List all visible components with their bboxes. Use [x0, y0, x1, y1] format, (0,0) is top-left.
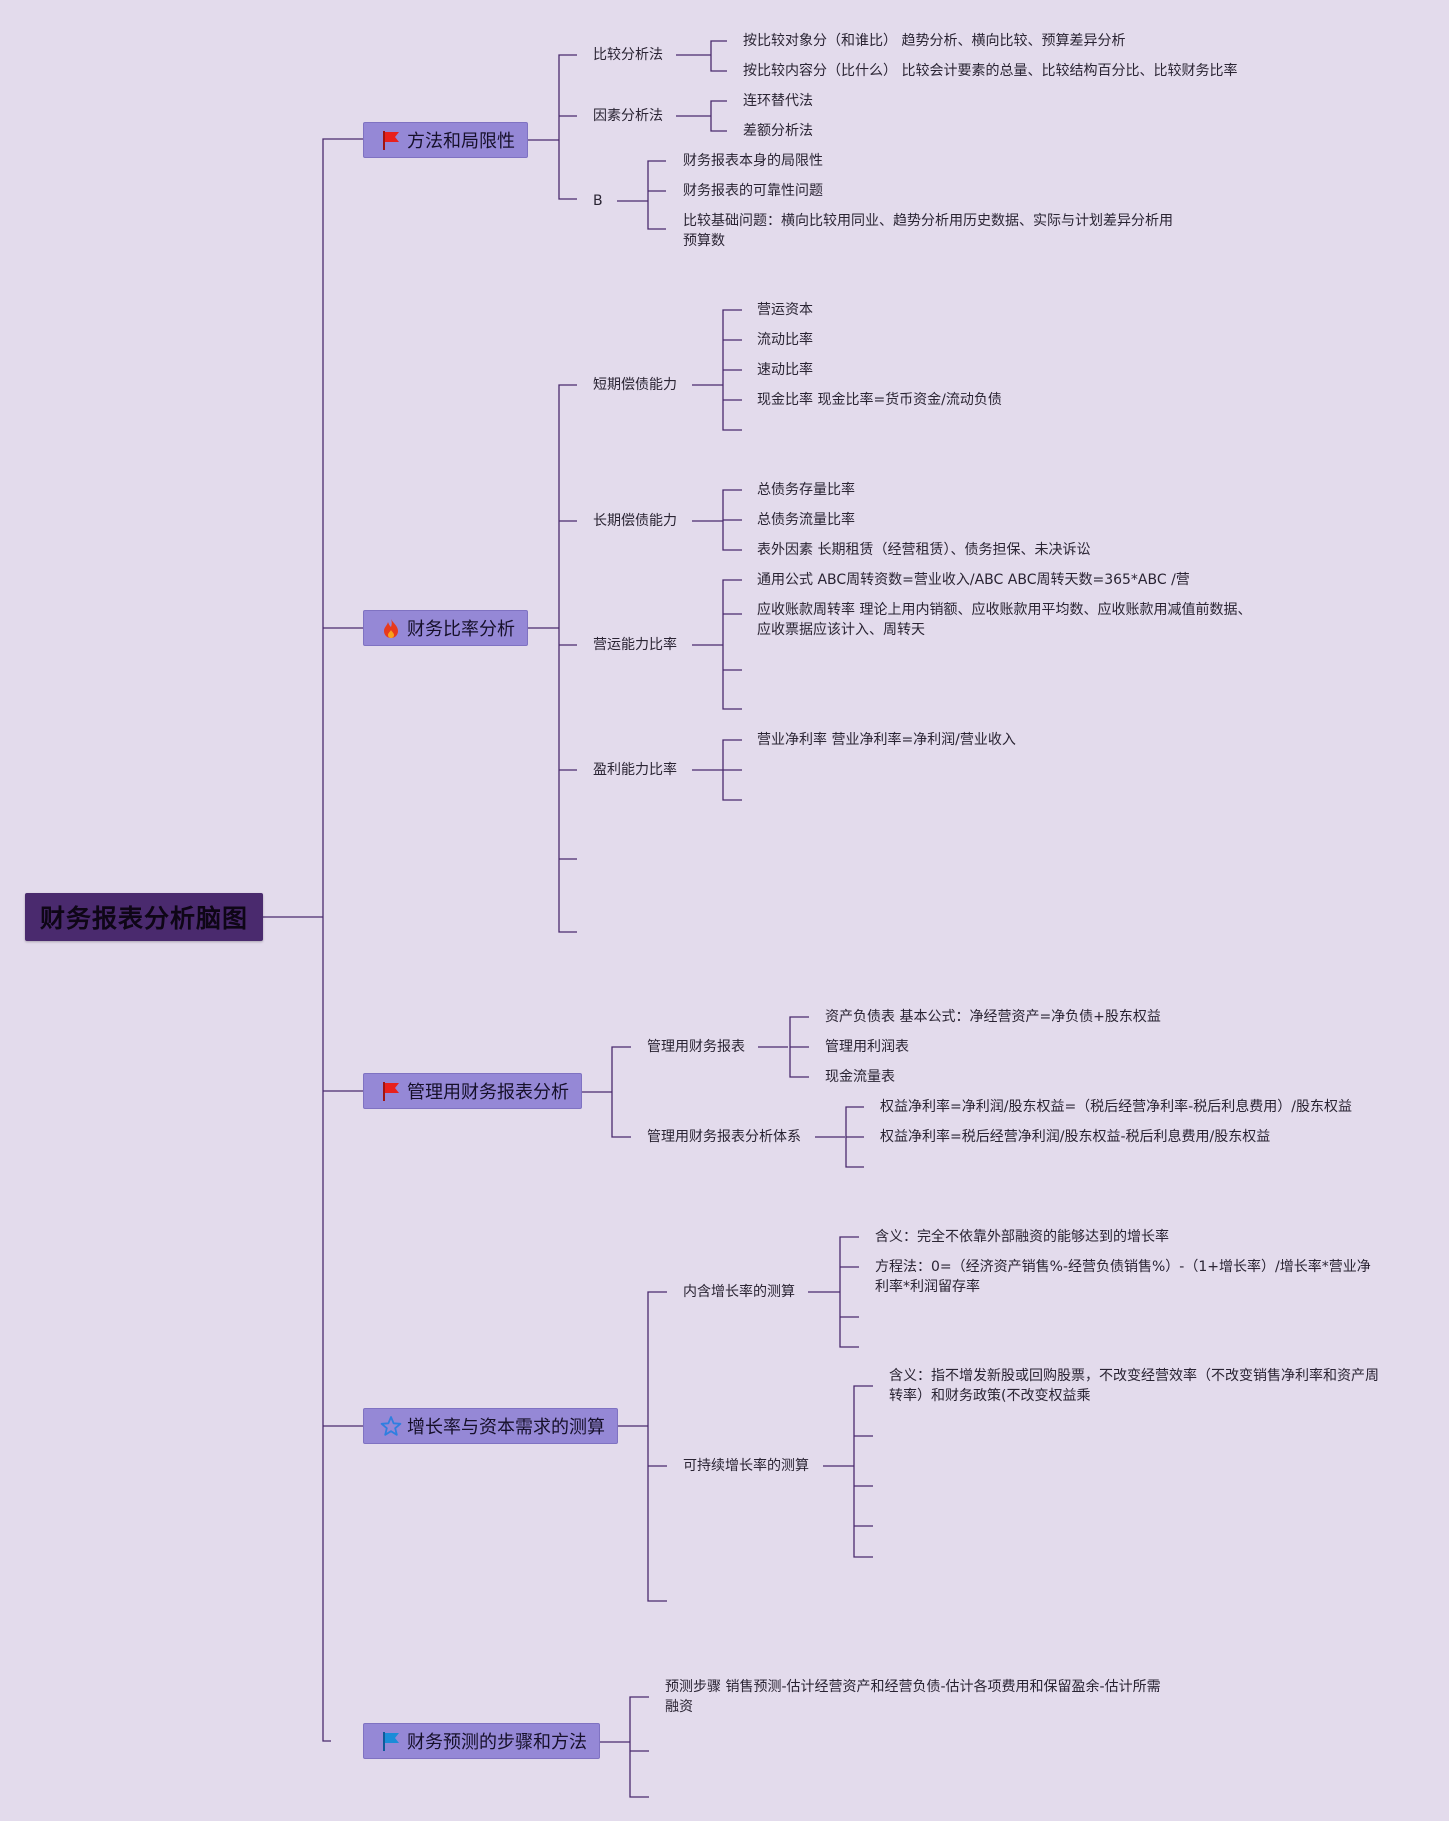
branch-label[interactable]: 可持续增长率的测算 [683, 1458, 809, 1474]
leaf-label[interactable]: 财务报表本身的局限性 [683, 153, 823, 169]
leaf-label[interactable]: 连环替代法 [743, 93, 813, 109]
leaf-label[interactable]: 管理用利润表 [825, 1039, 909, 1055]
leaf-label[interactable]: 含义：完全不依靠外部融资的能够达到的增长率 [875, 1229, 1169, 1245]
leaf-label[interactable]: 按比较对象分（和谁比） 趋势分析、横向比较、预算差异分析 [743, 33, 1126, 49]
leaf-label[interactable]: 按比较内容分（比什么） 比较会计要素的总量、比较结构百分比、比较财务比率 [743, 63, 1238, 79]
branch-label[interactable]: 管理用财务报表 [647, 1039, 745, 1055]
branch-label[interactable]: B [593, 193, 603, 209]
leaf-label[interactable]: 方程法：0=（经济资产销售%-经营负债销售%）-（1+增长率）/增长率*营业净利… [875, 1259, 1371, 1295]
leaf-label[interactable]: 总债务存量比率 [757, 482, 855, 498]
leaf-label[interactable]: 表外因素 长期租赁（经营租赁）、债务担保、未决诉讼 [757, 542, 1091, 558]
branch-label[interactable]: 长期偿债能力 [593, 513, 677, 529]
topic-label: 财务比率分析 [407, 619, 515, 640]
leaf-label[interactable]: 应收账款周转率 理论上用内销额、应收账款用平均数、应收账款用减值前数据、应收票据… [757, 602, 1252, 638]
leaf-label[interactable]: 权益净利率=税后经营净利润/股东权益-税后利息费用/股东权益 [880, 1129, 1271, 1145]
branch-label[interactable]: 比较分析法 [593, 47, 663, 63]
topic-label: 管理用财务报表分析 [407, 1082, 569, 1103]
branch-label[interactable]: 短期偿债能力 [593, 377, 677, 393]
leaf-label[interactable]: 差额分析法 [743, 123, 813, 139]
topic-growth-capital[interactable]: 增长率与资本需求的测算 [363, 1408, 618, 1444]
leaf-label[interactable]: 财务报表的可靠性问题 [683, 183, 823, 199]
leaf-label[interactable]: 营运资本 [757, 302, 813, 318]
topic-ratio-analysis[interactable]: 财务比率分析 [363, 610, 528, 646]
branch-label[interactable]: 管理用财务报表分析体系 [647, 1129, 801, 1145]
branch-label[interactable]: 因素分析法 [593, 108, 663, 124]
topic-management-statements[interactable]: 管理用财务报表分析 [363, 1073, 582, 1109]
red-flag-icon [380, 129, 402, 151]
branch-label[interactable]: 内含增长率的测算 [683, 1284, 795, 1300]
leaf-label[interactable]: 通用公式 ABC周转资数=营业收入/ABC ABC周转天数=365*ABC /营 [757, 572, 1190, 588]
fire-icon [380, 617, 402, 639]
blue-flag-icon [380, 1730, 402, 1752]
leaf-label[interactable]: 权益净利率=净利润/股东权益=（税后经营净利率-税后利息费用）/股东权益 [880, 1099, 1352, 1115]
leaf-label[interactable]: 预测步骤 销售预测-估计经营资产和经营负债-估计各项费用和保留盈余-估计所需融资 [665, 1679, 1161, 1715]
branch-label[interactable]: 营运能力比率 [593, 637, 677, 653]
star-icon [380, 1415, 402, 1437]
leaf-label[interactable]: 比较基础问题：横向比较用同业、趋势分析用历史数据、实际与计划差异分析用预算数 [683, 213, 1173, 249]
leaf-label[interactable]: 现金比率 现金比率=货币资金/流动负债 [757, 392, 1002, 408]
leaf-label[interactable]: 现金流量表 [825, 1069, 895, 1085]
leaf-label[interactable]: 流动比率 [757, 332, 813, 348]
root-node[interactable]: 财务报表分析脑图 [25, 893, 263, 941]
leaf-label[interactable]: 总债务流量比率 [757, 512, 855, 528]
leaf-label[interactable]: 速动比率 [757, 362, 813, 378]
leaf-label[interactable]: 资产负债表 基本公式：净经营资产=净负债+股东权益 [825, 1009, 1161, 1025]
topic-forecast-steps[interactable]: 财务预测的步骤和方法 [363, 1723, 600, 1759]
red-flag-icon [380, 1080, 402, 1102]
branch-label[interactable]: 盈利能力比率 [593, 762, 677, 778]
topic-label: 方法和局限性 [407, 131, 515, 152]
topic-methods-limitations[interactable]: 方法和局限性 [363, 122, 528, 158]
topic-label: 增长率与资本需求的测算 [407, 1417, 605, 1438]
topic-label: 财务预测的步骤和方法 [407, 1732, 587, 1753]
leaf-label[interactable]: 营业净利率 营业净利率=净利润/营业收入 [757, 732, 1016, 748]
leaf-label[interactable]: 含义：指不增发新股或回购股票，不改变经营效率（不改变销售净利率和资产周转率）和财… [889, 1368, 1379, 1404]
